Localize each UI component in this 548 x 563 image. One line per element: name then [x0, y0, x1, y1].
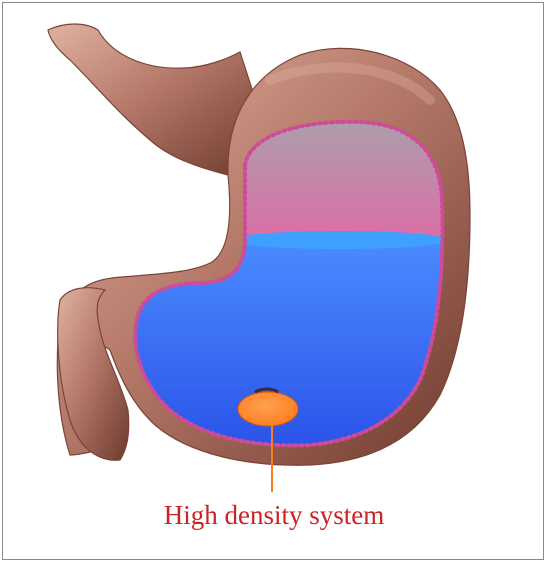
- high-density-pellet-icon: [238, 392, 298, 426]
- high-density-system-label: High density system: [0, 498, 548, 532]
- fluid-surface: [230, 231, 450, 249]
